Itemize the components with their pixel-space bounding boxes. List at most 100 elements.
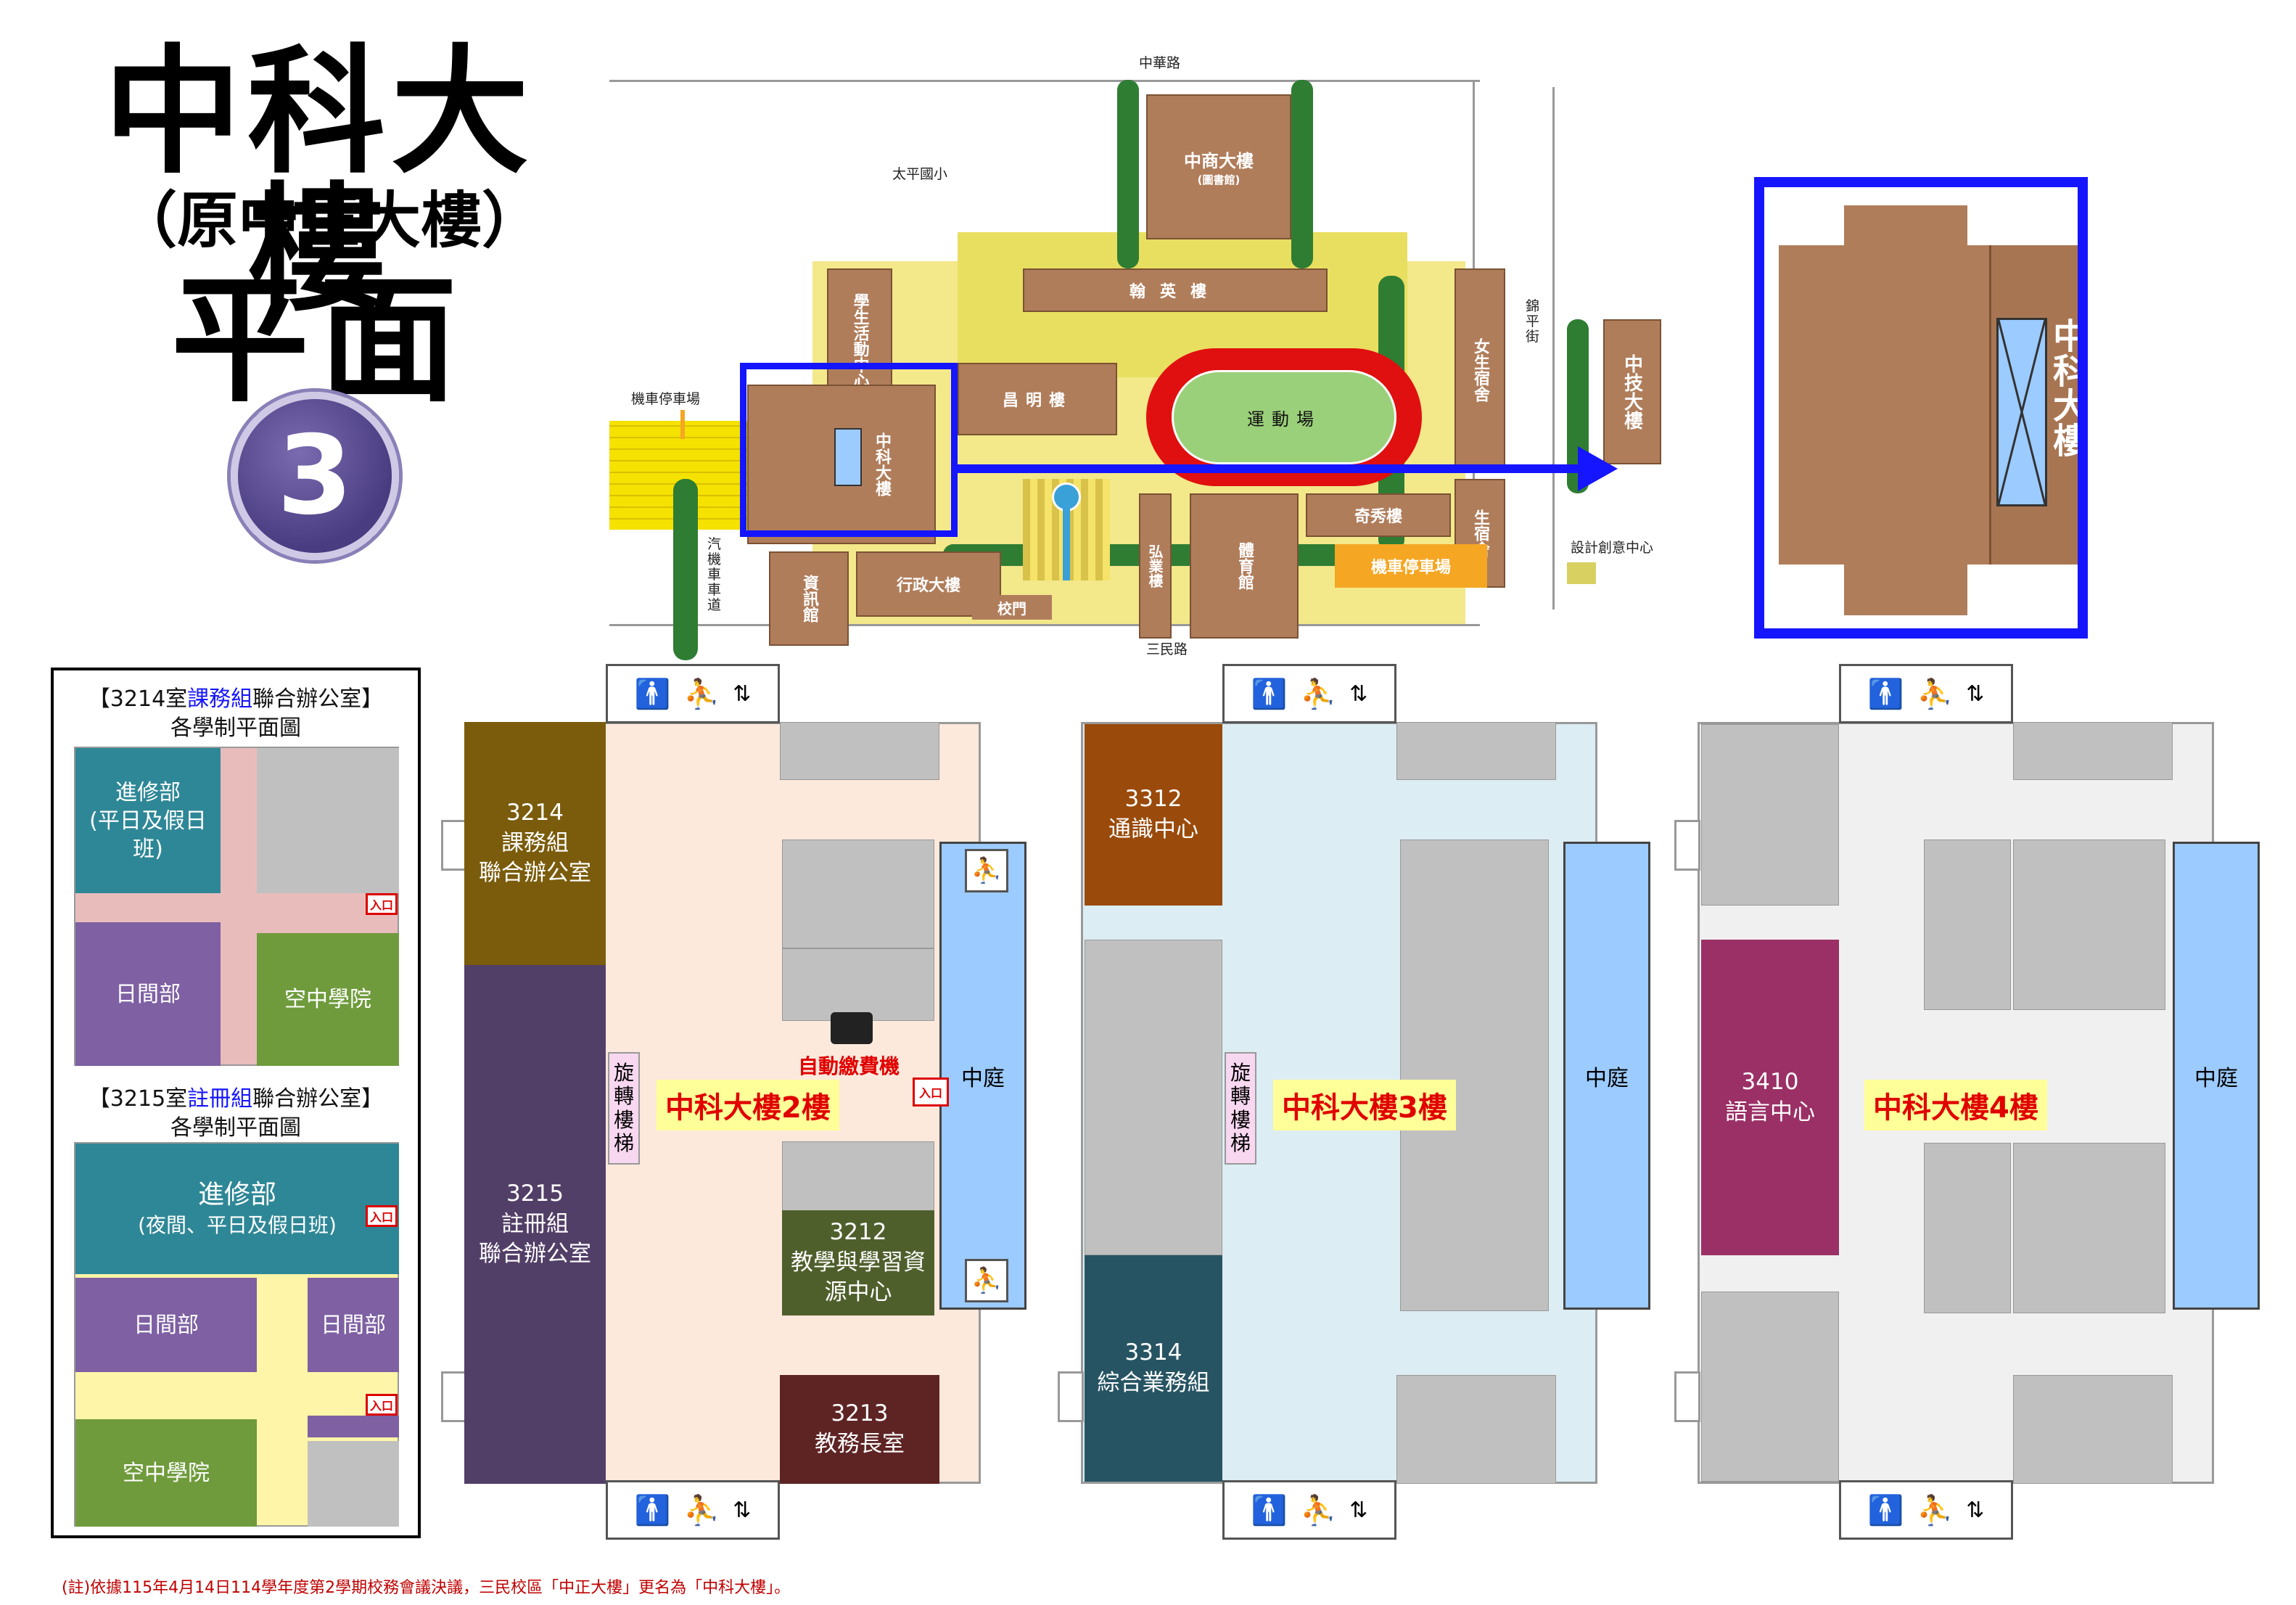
hedge-north-2: [1291, 80, 1313, 268]
plan2-top: 進修部 (夜間、平日及假日班): [75, 1144, 399, 1274]
floor-4-left-nub-bottom: [1674, 1371, 1700, 1422]
highlight-arrow-line: [958, 464, 1581, 473]
building-zhongji-label: 中技大樓: [1621, 354, 1643, 430]
plan1-top-left: 進修部 (平日及假日班): [75, 748, 221, 893]
floor-3-left-nub: [1058, 1371, 1084, 1422]
toilet-icon: 🚹: [1251, 677, 1288, 711]
elevator-icon: ⇅: [733, 681, 752, 707]
fountain-pool: [1052, 483, 1081, 512]
hedge-north: [1117, 80, 1139, 268]
school-label: 太平國小: [892, 166, 948, 182]
page-subtitle: （原中正大樓）: [116, 185, 543, 256]
plan1-bottom-left-label: 日間部: [115, 981, 181, 1007]
stairs-icon: ⛹: [1917, 677, 1954, 711]
floor-2-grey-lower: [782, 1141, 934, 1214]
floor-3-courtyard-label: 中庭: [1585, 1065, 1629, 1091]
plan2-entry-label-1: 入口: [369, 1210, 393, 1224]
legend-heading-1-hl: 課務組: [187, 686, 253, 712]
legend-plan-2: 進修部 (夜間、平日及假日班) 日間部 日間部 空中學院 入口 入口: [74, 1142, 399, 1527]
plan1-bottom-right-label: 空中學院: [284, 987, 371, 1012]
floor-3-courtyard: 中庭: [1563, 842, 1650, 1310]
building-girls-dorm-label: 女生宿舍: [1471, 338, 1489, 402]
stairs-icon: ⛹: [1917, 1493, 1954, 1527]
floor-2-plan: 🚹 ⛹ ⇅ 🚹 ⛹ ⇅ 3214 課務組 聯合辦公室 3215 註冊組 聯合辦公…: [435, 657, 1026, 1556]
plan2-bottom-right: [308, 1441, 399, 1527]
floor-4-plan: 🚹 ⛹ ⇅ 🚹 ⛹ ⇅ 3410 語言中心 中庭 中科大樓4樓: [1668, 657, 2263, 1556]
stairs-icon: ⛹: [971, 856, 1003, 885]
road-label-south: 三民路: [1146, 641, 1188, 657]
room-3212-label: 3212 教學與學習資 源中心: [791, 1218, 926, 1306]
floor-3-plan: 🚹 ⛹ ⇅ 🚹 ⛹ ⇅ 3312 通識中心 3314 綜合業務組 中庭 旋 轉 …: [1052, 657, 1650, 1556]
sports-field: 運動場: [1146, 348, 1422, 486]
scooter-parking: 機車停車場: [1335, 544, 1487, 588]
plan1-entry-sign: 入口: [366, 893, 398, 915]
fountain-channel: [1063, 508, 1070, 580]
building-info-label: 資訊館: [800, 575, 818, 623]
floor-4-grey-2: [2013, 840, 2165, 1010]
floor-3-grey-left: [1085, 940, 1222, 1255]
plan1-bottom-left: 日間部: [75, 922, 221, 1066]
floor-2-grey-mid-1: [782, 840, 934, 948]
car-lane-label: 汽機車車道: [707, 536, 722, 613]
elevator-icon: ⇅: [1966, 681, 1985, 707]
stairs-icon: ⛹: [971, 1266, 1003, 1295]
plan2-entry-label-2: 入口: [369, 1399, 393, 1413]
plan2-top-sub-label: (夜間、平日及假日班): [138, 1213, 337, 1238]
room-3214: 3214 課務組 聯合辦公室: [464, 722, 606, 965]
building-zhongshang: 中商大樓 (圖書館): [1146, 94, 1291, 239]
floor-3-bottom-stair: 🚹 ⛹ ⇅: [1222, 1480, 1396, 1540]
floor-2-label: 中科大樓2樓: [657, 1080, 839, 1130]
floor-3-grey-bottom: [1396, 1375, 1556, 1484]
building-hanying-label: 翰英樓: [1129, 283, 1221, 301]
elevator-icon: ⇅: [733, 1497, 752, 1523]
highlight-frame-small: [740, 363, 958, 537]
school-gate: 校門: [972, 595, 1052, 620]
room-3410-label: 3410 語言中心: [1725, 1068, 1815, 1125]
floor-4-grey-left-bottom: [1701, 1292, 1839, 1482]
legend-heading-1-pre: 【3214室: [88, 686, 188, 712]
floor-4-grey-4: [2013, 1143, 2165, 1313]
plan2-bottom-left-label: 空中學院: [123, 1460, 210, 1486]
room-3215-label: 3215 註冊組 聯合辦公室: [479, 1180, 591, 1268]
building-qixiu: 奇秀樓: [1306, 493, 1451, 537]
road-label-north: 中華路: [1139, 55, 1181, 71]
floor-2-inner-stair-bottom: ⛹: [965, 1259, 1008, 1302]
floor-3-top-stair: 🚹 ⛹ ⇅: [1222, 664, 1396, 723]
plan2-bottom-left: 空中學院: [75, 1419, 257, 1527]
floor-4-top-stair: 🚹 ⛹ ⇅: [1839, 664, 2013, 723]
floor-2-grey-mid-2: [782, 948, 934, 1021]
floor-2-bottom-stair: 🚹 ⛹ ⇅: [606, 1480, 780, 1540]
floor-2-entry: 入口: [913, 1077, 949, 1107]
legend-plan-1: 進修部 (平日及假日班) 日間部 空中學院 入口: [74, 747, 399, 1066]
floor-4-bottom-stair: 🚹 ⛹ ⇅: [1839, 1480, 2013, 1540]
room-3214-label: 3214 課務組 聯合辦公室: [479, 799, 591, 887]
legend-heading-2-post: 聯合辦公室】: [252, 1086, 384, 1112]
zhongke-atrium: [834, 428, 862, 486]
toilet-icon: 🚹: [1867, 1493, 1904, 1527]
street-label-east: 錦平街: [1526, 298, 1540, 345]
plan2-entry-sign-1: 入口: [366, 1205, 398, 1227]
footnote: (註)依據115年4月14日114學年度第2學期校務會議決議，三民校區「中正大樓…: [62, 1579, 791, 1597]
zoom-panel: 中科大樓: [1754, 177, 2088, 639]
campus-map: 中華路 三民路 太平國小 錦平街 中商大樓 (圖書館) 學生活動中心 翰英樓 昌…: [609, 44, 1683, 660]
plan1-entry-label: 入口: [369, 898, 393, 912]
floor-3-spiral-stair: 旋 轉 樓 梯: [1225, 1052, 1256, 1165]
sports-field-label: 運動場: [1247, 409, 1321, 430]
floor-4-grey-top: [2013, 722, 2173, 780]
floor-4-courtyard: 中庭: [2173, 842, 2260, 1310]
building-changming: 昌明樓: [958, 363, 1117, 435]
floor-4-left-nub-top: [1674, 820, 1700, 871]
hedge-strip-west: [673, 479, 698, 660]
building-gym: 體育館: [1190, 493, 1299, 639]
floor-2-top-stair: 🚹 ⛹ ⇅: [606, 664, 780, 723]
floor-2-courtyard-label: 中庭: [961, 1065, 1005, 1091]
plan2-top-label: 進修部: [197, 1180, 276, 1210]
room-3213-label: 3213 教務長室: [815, 1400, 905, 1457]
legend-panel: 【3214室 課務組聯合辦公室】 各學制平面圖 進修部 (平日及假日班) 日間部…: [51, 668, 421, 1538]
legend-heading-1-post: 聯合辦公室】: [252, 686, 384, 712]
building-student-center-label: 學生活動中心: [850, 293, 869, 389]
building-gym-label: 體育館: [1235, 542, 1254, 590]
plan2-mid-left: 日間部: [75, 1278, 257, 1372]
stairs-icon: ⛹: [1300, 1493, 1337, 1527]
room-3410: 3410 語言中心: [1701, 940, 1839, 1255]
